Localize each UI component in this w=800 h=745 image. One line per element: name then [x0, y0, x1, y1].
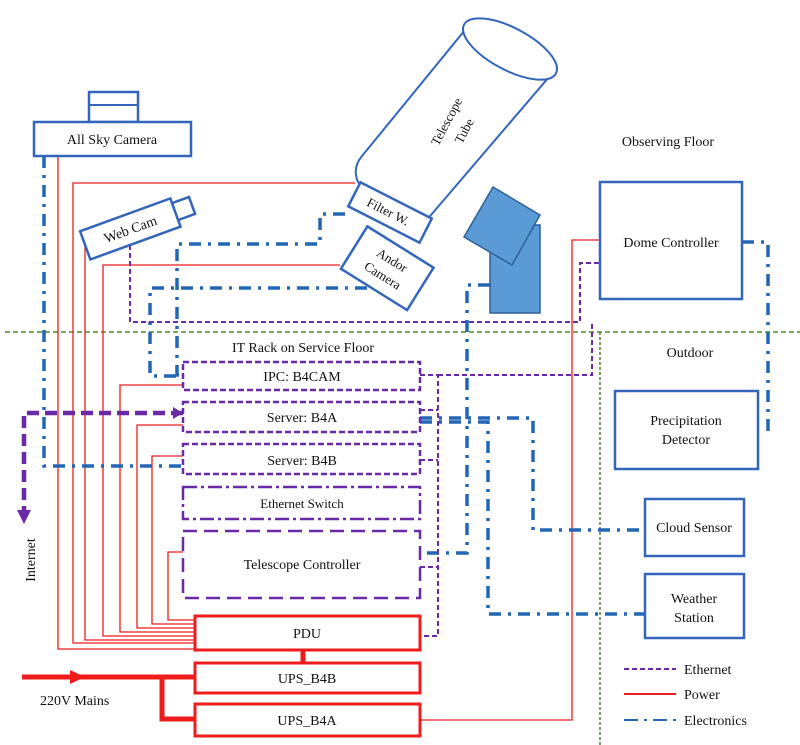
telescope-controller: Telescope Controller: [181, 529, 422, 600]
ethernet-lines: [17, 245, 600, 637]
ipc-b4cam: IPC: B4CAM: [181, 360, 422, 392]
electronics-line-filter: [175, 212, 345, 377]
legend-power-label: Power: [684, 688, 720, 703]
server-b-label: Server: B4B: [267, 454, 337, 469]
ups-b4b-label: UPS_B4B: [278, 672, 336, 687]
internet-line: [21, 410, 183, 510]
telescope-mount: [462, 185, 542, 314]
internet-arrow-right-icon: [173, 407, 183, 419]
internet-label: Internet: [24, 538, 39, 582]
mains-arrow-icon: [70, 670, 85, 684]
electronics-line-andor: [148, 286, 367, 378]
web-cam: Web Cam: [78, 195, 197, 262]
weather-station-label-2: Station: [674, 611, 714, 626]
telescope-controller-label: Telescope Controller: [244, 558, 361, 573]
it-rack-label: IT Rack on Service Floor: [232, 341, 374, 356]
electronics-line-weather: [420, 420, 645, 616]
power-line-dome: [420, 239, 600, 721]
dome-controller-label: Dome Controller: [623, 236, 719, 251]
andor-camera: Andor Camera: [339, 224, 436, 312]
legend: Ethernet Power Electronics: [624, 663, 747, 729]
pdu: PDU: [193, 614, 422, 652]
internet-arrow-down-icon: [17, 510, 31, 524]
all-sky-camera-dome-icon: [87, 90, 140, 124]
telescope-tube: Telescope Tube: [354, 17, 558, 226]
ups-b4a-label: UPS_B4A: [277, 714, 337, 729]
all-sky-camera: All Sky Camera: [32, 90, 193, 158]
all-sky-camera-label: All Sky Camera: [67, 133, 158, 148]
cloud-sensor: Cloud Sensor: [643, 497, 746, 558]
power-line-ipc: [119, 384, 195, 633]
legend-electronics-label: Electronics: [684, 714, 747, 729]
outdoor-label: Outdoor: [667, 346, 714, 361]
electronics-lines: [42, 156, 770, 616]
mains-label: 220V Mains: [40, 694, 109, 709]
ups-b4a: UPS_B4A: [193, 702, 422, 738]
ipc-label: IPC: B4CAM: [263, 370, 341, 385]
cloud-sensor-label: Cloud Sensor: [656, 521, 732, 536]
power-line-server-b: [151, 455, 195, 625]
legend-ethernet-label: Ethernet: [684, 663, 732, 678]
ethernet-line-rack-right: [420, 374, 439, 637]
ethernet-switch-label: Ethernet Switch: [260, 496, 344, 511]
precipitation-detector: Precipitation Detector: [613, 389, 760, 471]
observing-floor-label: Observing Floor: [622, 135, 715, 150]
power-line-server-a: [136, 424, 195, 629]
power-line-webcam: [84, 243, 195, 641]
dome-controller: Dome Controller: [598, 180, 744, 301]
mains-branch-ups-a: [159, 677, 195, 722]
power-line-andor: [102, 264, 340, 637]
electronics-line-dome-precip: [742, 240, 770, 434]
ethernet-line-to-dome: [438, 322, 593, 376]
precipitation-label-2: Detector: [662, 433, 711, 448]
ups-b4b: UPS_B4B: [193, 661, 422, 695]
electronics-line-cloud: [420, 416, 645, 532]
web-cam-lens-icon: [170, 195, 197, 222]
electronics-line-allsky: [42, 156, 183, 468]
pdu-label: PDU: [293, 627, 321, 642]
ethernet-line-webcam-dome: [129, 245, 600, 323]
server-b4a: Server: B4A: [181, 400, 422, 434]
precipitation-label-1: Precipitation: [650, 414, 722, 429]
power-line-telescope-controller: [167, 551, 195, 621]
ethernet-switch: Ethernet Switch: [181, 485, 422, 521]
weather-station: Weather Station: [643, 572, 746, 640]
server-b4b: Server: B4B: [181, 442, 422, 476]
weather-station-label-1: Weather: [671, 592, 718, 607]
electronics-line-mount: [420, 283, 490, 555]
power-line-allsky: [57, 156, 195, 650]
server-a-label: Server: B4A: [267, 411, 338, 426]
telescope-aperture-icon: [462, 17, 558, 81]
